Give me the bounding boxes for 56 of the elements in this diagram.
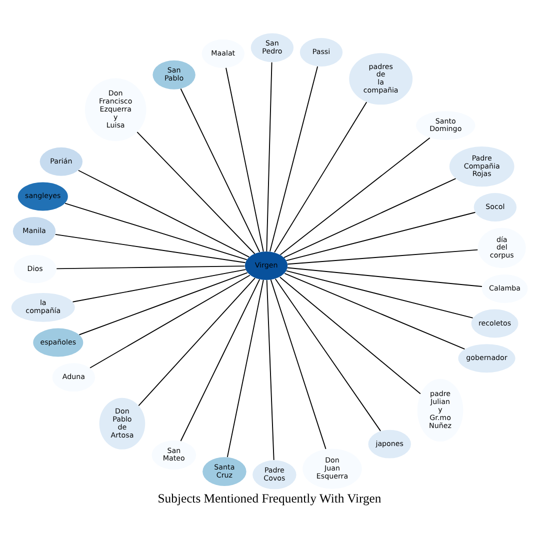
- node-ellipse: San Mateo: [152, 440, 196, 469]
- node-circle: Don Francisco Ezquerra y Luisa: [84, 78, 146, 141]
- node-ellipse: Aduna: [52, 362, 96, 392]
- connector: [280, 136, 430, 255]
- connector: [286, 270, 474, 318]
- connector: [266, 61, 272, 252]
- node-ellipse: San Pablo: [152, 60, 196, 89]
- connector: [64, 202, 248, 260]
- connector: [90, 274, 250, 368]
- node-ellipse: Padre Covos: [252, 460, 296, 489]
- node-ellipse: padres de la compañia: [349, 52, 413, 104]
- connector: [136, 131, 256, 254]
- node-ellipse: Passi: [300, 38, 343, 66]
- node-ellipse: Manila: [12, 216, 56, 246]
- connector: [284, 272, 466, 350]
- connector: [283, 178, 456, 258]
- node-ellipse: españoles: [33, 328, 84, 356]
- node-ellipse: Padre Compañia Rojas: [449, 146, 514, 186]
- node-ellipse: Socol: [474, 192, 517, 221]
- connector: [54, 233, 246, 263]
- node-ellipse: Virgen: [244, 251, 288, 280]
- node-ellipse: San Pedro: [250, 32, 294, 62]
- node-ellipse: Don Juan Esquerra: [302, 448, 362, 488]
- node-ellipse: padre Julian y Gr.mo Nuñez: [417, 378, 464, 442]
- connector: [226, 278, 264, 458]
- connector: [279, 276, 421, 394]
- connector: [266, 279, 274, 460]
- connector: [287, 248, 478, 264]
- connector: [180, 88, 260, 252]
- node-ellipse: gobernador: [458, 344, 516, 372]
- node-ellipse: la compañía: [11, 292, 75, 322]
- node-ellipse: Maalat: [202, 38, 244, 68]
- node-ellipse: día del corpus: [478, 227, 526, 268]
- connector: [286, 211, 476, 261]
- node-ellipse: Santa Cruz: [202, 456, 246, 486]
- connector: [56, 265, 246, 269]
- connector: [226, 66, 264, 252]
- node-ellipse: sangleyes: [18, 182, 68, 210]
- node-ellipse: Parián: [40, 146, 83, 176]
- connector: [270, 278, 326, 449]
- connector: [269, 66, 318, 252]
- connector: [78, 169, 250, 258]
- node-ellipse: Dios: [14, 254, 56, 283]
- node-ellipse: recoletos: [471, 308, 518, 338]
- connector: [72, 268, 246, 302]
- diagram-title: Subjects Mentioned Frequently With Virgen: [158, 491, 382, 506]
- connector: [274, 101, 368, 252]
- connector: [274, 278, 381, 431]
- node-ellipse: japones: [368, 429, 411, 458]
- connector: [286, 266, 482, 286]
- node-ellipse: Don Pablo de Artosa: [99, 397, 146, 449]
- node-ellipse: Santo Domingo: [416, 110, 476, 140]
- connector: [180, 278, 260, 441]
- connector: [78, 272, 248, 335]
- connector: [138, 277, 256, 406]
- node-ellipse: Calamba: [482, 274, 528, 302]
